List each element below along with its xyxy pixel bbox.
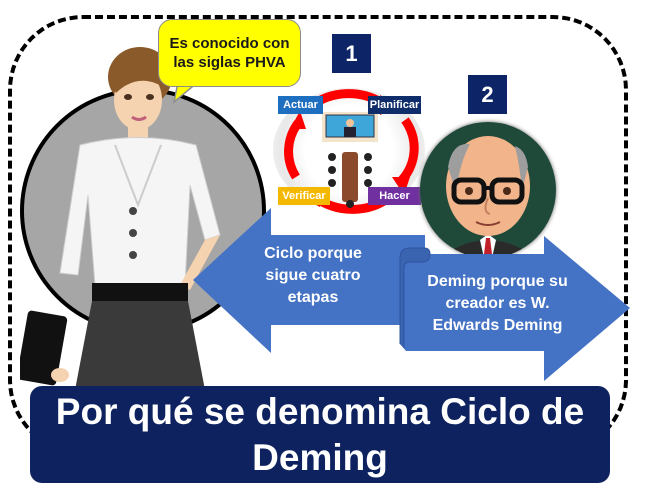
page-title: Por qué se denomina Ciclo de Deming xyxy=(30,386,610,483)
cycle-label-planificar: Planificar xyxy=(368,96,421,114)
right-arrow-shape xyxy=(399,236,630,381)
step-badge-2: 2 xyxy=(468,75,507,114)
right-arrow-text: Deming porque su creador es W. Edwards D… xyxy=(427,273,568,334)
cycle-label-verificar: Verificar xyxy=(278,187,330,205)
deming-avatar xyxy=(420,122,556,258)
businesswoman-illustration xyxy=(20,47,221,390)
step-badge-1: 1 xyxy=(332,34,371,73)
speech-bubble-tail xyxy=(172,82,200,104)
speech-bubble: Es conocido con las siglas PHVA xyxy=(158,19,301,87)
left-arrow-shape xyxy=(193,208,425,353)
left-arrow-text: Ciclo porque sigue cuatro etapas xyxy=(264,245,362,306)
cycle-label-hacer: Hacer xyxy=(368,187,421,205)
meeting-room-illustration xyxy=(322,112,378,208)
cycle-label-actuar: Actuar xyxy=(278,96,323,114)
